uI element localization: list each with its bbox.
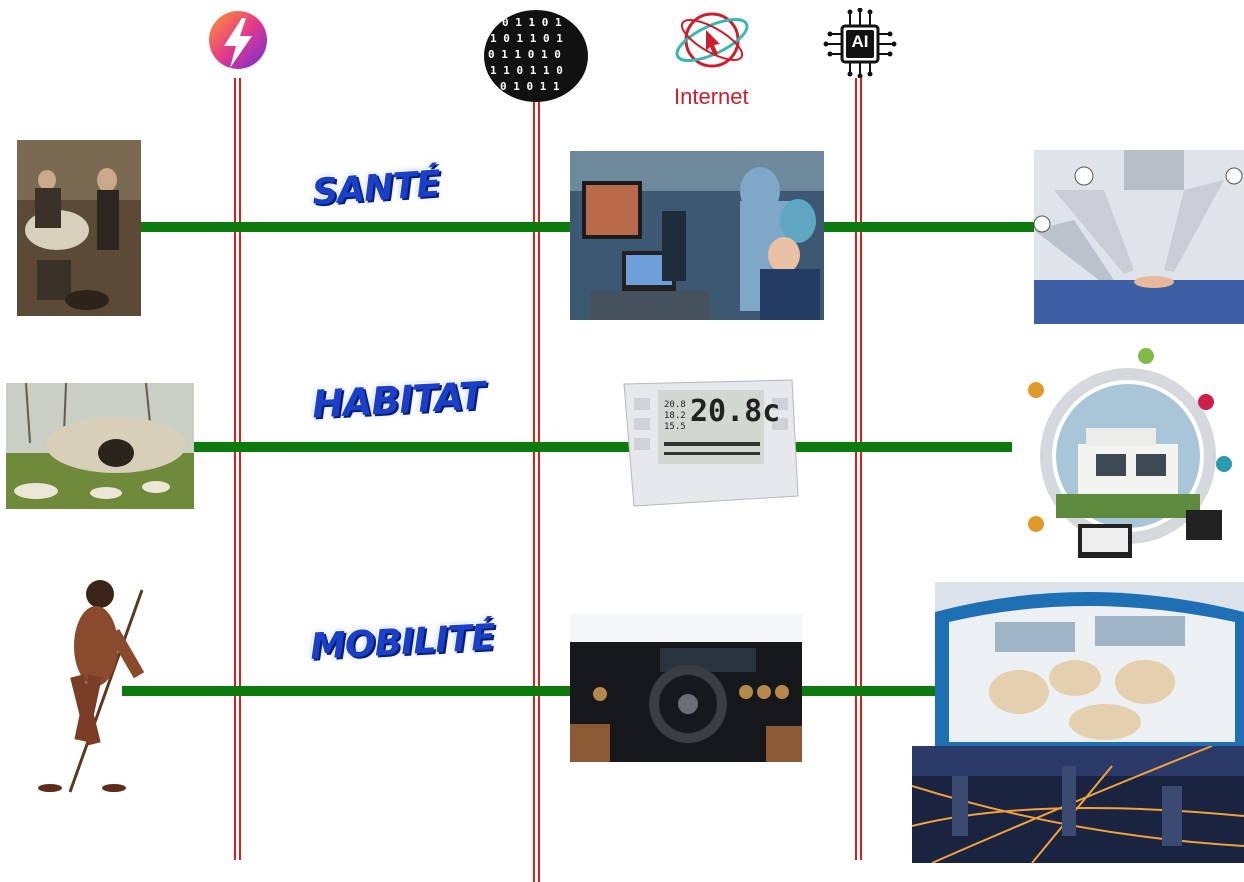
era-line-digital — [533, 100, 540, 882]
internet-label: Internet — [674, 84, 749, 109]
row-line-habitat — [192, 442, 1012, 452]
svg-text:0 1 0 1 1: 0 1 0 1 1 — [500, 80, 560, 93]
thermostat-line-1: 20.8 — [664, 400, 686, 410]
digital-thermostat-photo: 20.8c 20.8 18.2 15.5 — [594, 378, 800, 510]
smart-city-night-photo — [912, 746, 1244, 863]
smart-home-diagram — [1016, 344, 1240, 566]
category-label-sante: SANTÉ — [310, 163, 442, 214]
binary-globe-icon: 0 1 1 0 1 1 0 1 1 0 1 0 1 1 0 1 0 1 1 0 … — [482, 6, 590, 104]
svg-text:0 1 1 0 1: 0 1 1 0 1 — [502, 16, 562, 29]
autonomous-car-interior-photo — [935, 582, 1244, 746]
early-human-walking-figure — [30, 572, 150, 798]
car-dashboard-photo — [570, 614, 802, 762]
svg-text:0 1 1 0 1 0: 0 1 1 0 1 0 — [488, 48, 561, 61]
internet-globe-icon — [668, 4, 756, 78]
lightning-icon — [206, 8, 270, 76]
thermostat-line-2: 18.2 — [664, 411, 686, 421]
thermostat-temperature-readout: 20.8c — [690, 394, 781, 429]
thermostat-line-3: 15.5 — [664, 422, 686, 432]
mammoth-bone-hut-photo — [6, 383, 194, 509]
ai-chip-text: AI — [851, 32, 869, 51]
category-label-mobilite: MOBILITÉ — [309, 617, 496, 668]
svg-text:1 0 1 1 0 1: 1 0 1 1 0 1 — [490, 32, 563, 45]
ai-chip-icon: AI — [822, 7, 898, 79]
era-line-ai — [855, 78, 862, 860]
row-line-mobilite — [122, 686, 936, 696]
historical-surgery-painting — [17, 140, 141, 316]
modern-operating-room-photo — [570, 151, 824, 320]
era-line-electricity — [234, 78, 241, 860]
category-label-habitat: HABITAT — [310, 373, 486, 427]
robotic-surgery-arms-photo — [1034, 150, 1244, 324]
svg-text:1 1 0 1 1 0: 1 1 0 1 1 0 — [490, 64, 563, 77]
